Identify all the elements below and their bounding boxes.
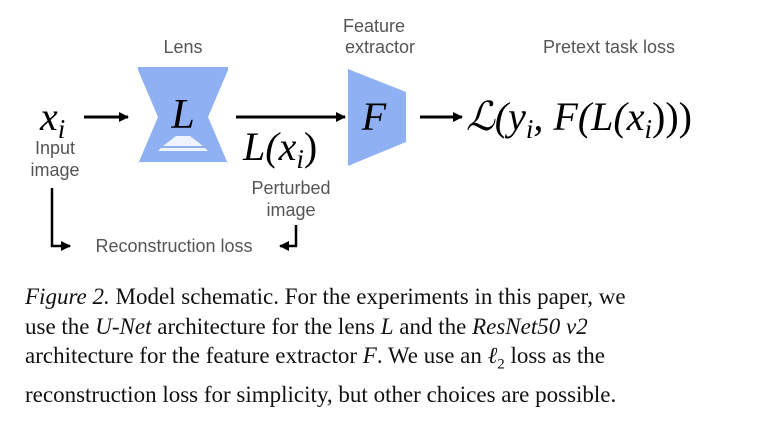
reconstruction-arrow-left	[50, 188, 71, 251]
schematic-svg: xi Input image Lens L L(xi) Perturbed im…	[30, 16, 692, 256]
caption-line-2: use the U-Net architecture for the lens …	[25, 313, 588, 339]
extractor-symbol: F	[361, 94, 387, 139]
extractor-label-line1: Feature	[343, 16, 405, 36]
lens-symbol: L	[170, 92, 194, 138]
reconstruction-arrow-right	[279, 225, 298, 251]
input-label-line2: image	[30, 160, 79, 180]
lens-highlight-2	[158, 148, 208, 151]
loss-expression: ℒ(yi, F(L(xi)))	[466, 94, 692, 144]
caption-line-1: Figure 2. Model schematic. For the exper…	[25, 284, 626, 309]
extractor-shape	[348, 69, 406, 166]
caption-line-3: architecture for the feature extractor F…	[25, 343, 606, 373]
lens-label: Lens	[163, 37, 202, 57]
model-schematic-diagram: xi Input image Lens L L(xi) Perturbed im…	[30, 16, 692, 256]
reconstruction-label: Reconstruction loss	[95, 236, 252, 256]
ell-symbol: ℓ	[487, 343, 498, 368]
extractor-label-line2: extractor	[345, 37, 415, 57]
perturbed-expression: L(xi)	[242, 124, 317, 174]
caption-line-4: reconstruction loss for simplicity, but …	[25, 382, 617, 408]
input-symbol: xi	[39, 94, 65, 144]
lens-var: L	[380, 313, 394, 339]
input-label-line1: Input	[35, 138, 75, 158]
extractor-var: F	[362, 343, 377, 368]
perturbed-label-line1: Perturbed	[251, 178, 330, 198]
perturbed-label-line2: image	[266, 200, 315, 220]
figure-label: Figure 2.	[25, 284, 110, 309]
lens-highlight	[163, 136, 203, 146]
loss-label: Pretext task loss	[543, 37, 675, 57]
ell-subscript: 2	[497, 356, 505, 373]
unet-term: U-Net	[95, 313, 152, 339]
lens-shape	[138, 67, 228, 164]
resnet-term: ResNet50 v2	[472, 313, 588, 339]
figure-caption: Figure 2. Model schematic. For the exper…	[25, 282, 760, 410]
